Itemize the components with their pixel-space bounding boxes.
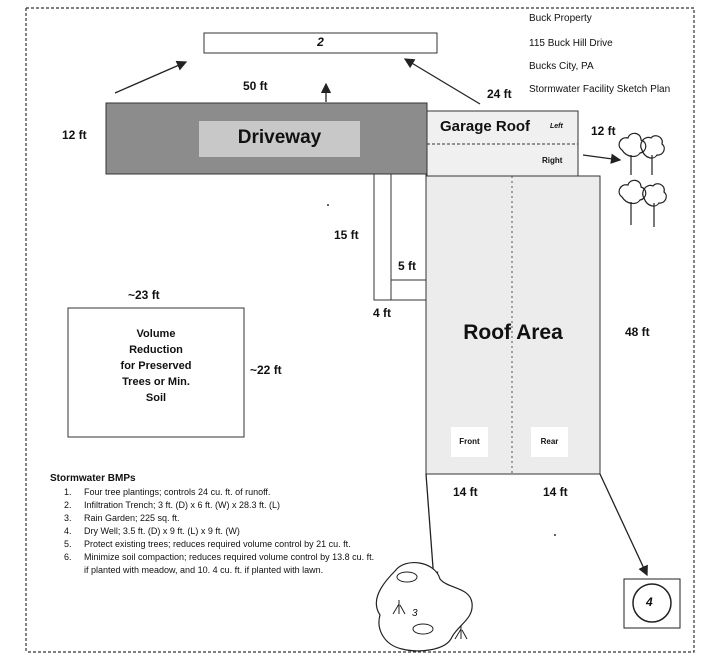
volume-text-line: Trees or Min. — [122, 376, 190, 388]
arrow-roof-to-dry-well — [599, 473, 648, 577]
bmp-text: Protect existing trees; reduces required… — [84, 539, 351, 549]
header-line-1: Buck Property — [529, 13, 592, 24]
bmp-title: Stormwater BMPs — [50, 473, 136, 484]
bmp-item: 3. Rain Garden; 225 sq. ft. — [50, 512, 380, 525]
bmp-item: 4. Dry Well; 3.5 ft. (D) x 9 ft. (L) x 9 … — [50, 525, 380, 538]
dim-garage-width: 24 ft — [487, 87, 512, 101]
rain-garden-label: 3 — [412, 608, 418, 619]
rain-garden-shape — [375, 562, 473, 652]
bmp-item: 5. Protect existing trees; reduces requir… — [50, 538, 380, 551]
dim-roof-rear: 14 ft — [543, 485, 568, 499]
dim-volume-height: ~22 ft — [250, 363, 282, 377]
bmp-item: 6. Minimize soil compaction; reduces requ… — [50, 551, 380, 577]
infiltration-trench-box — [203, 32, 438, 54]
volume-text-line: Soil — [145, 392, 167, 404]
dim-volume-width: ~23 ft — [128, 288, 160, 302]
dim-roof-front: 14 ft — [453, 485, 478, 499]
arrow-roof-to-rain-garden — [425, 473, 439, 583]
bmp-num: 5. — [64, 539, 72, 549]
roof-area-rect — [425, 175, 601, 475]
garage-left-label: Left — [550, 123, 563, 130]
arrow-garage-to-trees — [582, 153, 622, 164]
header-line-3: Bucks City, PA — [529, 61, 594, 72]
roof-rear-tag — [531, 427, 568, 457]
dim-walk-width: 4 ft — [373, 306, 391, 320]
infiltration-trench-label: 2 — [317, 35, 324, 49]
arrow-garage-to-trench — [403, 58, 481, 105]
bmp-text: Infiltration Trench; 3 ft. (D) x 6 ft. (… — [84, 500, 281, 510]
volume-text-line: Reduction — [129, 344, 183, 356]
bmp-num: 4. — [64, 526, 72, 536]
arrow-driveway-to-trench — [114, 60, 188, 94]
volume-text-line: for Preserved — [120, 360, 192, 372]
dim-garage-depth: 12 ft — [591, 124, 616, 138]
roof-front-label: Front — [459, 437, 480, 446]
rain-garden-plant-icon — [392, 571, 468, 640]
roof-rear-label: Rear — [540, 437, 559, 446]
roof-front-tag — [451, 427, 488, 457]
bmp-text: Rain Garden; 225 sq. ft. — [84, 513, 180, 523]
garage-right-label: Right — [542, 156, 563, 165]
bmp-item: 2. Infiltration Trench; 3 ft. (D) x 6 ft.… — [50, 499, 380, 512]
dry-well-label: 4 — [646, 595, 653, 609]
bmp-num: 6. — [64, 552, 72, 562]
dim-driveway-width: 50 ft — [243, 79, 268, 93]
bmp-num: 3. — [64, 513, 72, 523]
header-line-2: 115 Buck Hill Drive — [529, 38, 613, 49]
dim-driveway-depth: 12 ft — [62, 128, 87, 142]
bmp-num: 1. — [64, 487, 72, 497]
driveway-label-bg — [199, 121, 360, 157]
garage-roof-label: Garage Roof — [440, 118, 531, 135]
dim-walk-end: 5 ft — [398, 259, 416, 273]
bmp-num: 2. — [64, 500, 72, 510]
header-line-4: Stormwater Facility Sketch Plan — [529, 84, 671, 95]
tree-icon — [618, 132, 667, 227]
dry-well-icon — [632, 583, 672, 623]
dim-roof-depth: 48 ft — [625, 325, 650, 339]
bmp-text: Four tree plantings; controls 24 cu. ft.… — [84, 487, 271, 497]
volume-text-line: Volume — [136, 328, 176, 340]
volume-reduction-text: Volume Reduction for Preserved Trees or … — [68, 326, 244, 406]
property-boundary — [26, 7, 695, 653]
volume-reduction-box — [67, 307, 245, 438]
dim-walk-length: 15 ft — [334, 228, 359, 242]
driveway-label: Driveway — [237, 127, 322, 148]
roof-area-label: Roof Area — [463, 321, 563, 344]
bmp-item: 1. Four tree plantings; controls 24 cu. f… — [50, 486, 380, 499]
walkway-rect — [373, 173, 427, 301]
bmp-text: Minimize soil compaction; reduces requir… — [84, 552, 375, 575]
bmp-legend: Stormwater BMPs 1. Four tree plantings; c… — [50, 473, 380, 577]
bmp-text: Dry Well; 3.5 ft. (D) x 9 ft. (L) x 9 ft… — [84, 526, 240, 536]
